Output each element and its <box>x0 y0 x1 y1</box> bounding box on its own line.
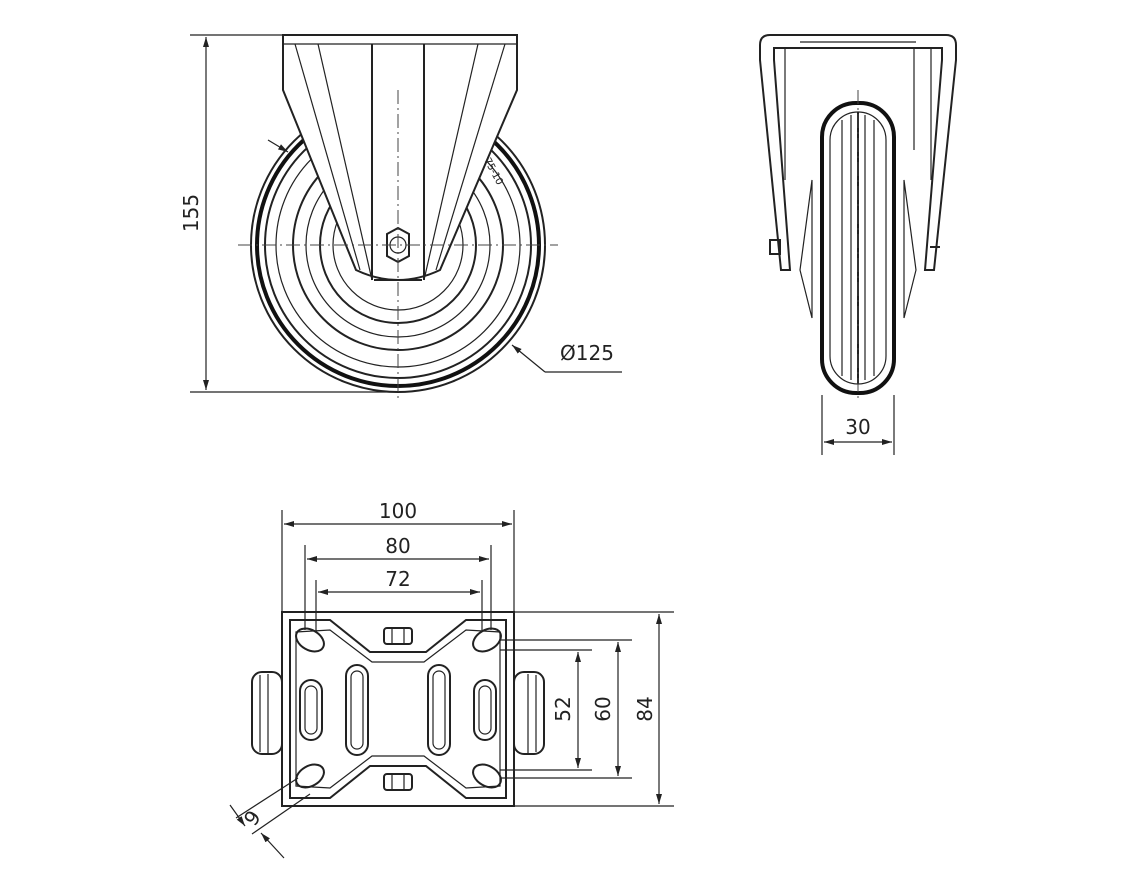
hole-spacing-72-label: 72 <box>385 567 410 591</box>
plate-wheel-left <box>251 671 283 755</box>
plate-view: 100 80 72 84 60 52 9 <box>229 499 674 859</box>
hole-spacing-60-label: 60 <box>591 696 615 721</box>
mounting-plate <box>281 611 515 807</box>
height-label: 155 <box>179 194 203 232</box>
plate-slots <box>299 664 497 756</box>
hole-spacing-80-label: 80 <box>385 534 410 558</box>
hole-size-label: 9 <box>239 806 266 830</box>
plate-width-label: 84 <box>633 696 657 721</box>
hole-spacing-52-label: 52 <box>551 696 575 721</box>
plate-wheel-right <box>513 671 545 755</box>
plate-bolt-bottom <box>383 773 413 791</box>
wheel-diameter-label: Ø125 <box>560 341 614 365</box>
plate-length-label: 100 <box>379 499 417 523</box>
wheel-width-label: 30 <box>845 415 870 439</box>
end-view: 30 <box>759 34 957 455</box>
side-view: 75-10 Ø125 155 <box>179 34 622 400</box>
plate-bolt-top <box>383 627 413 645</box>
